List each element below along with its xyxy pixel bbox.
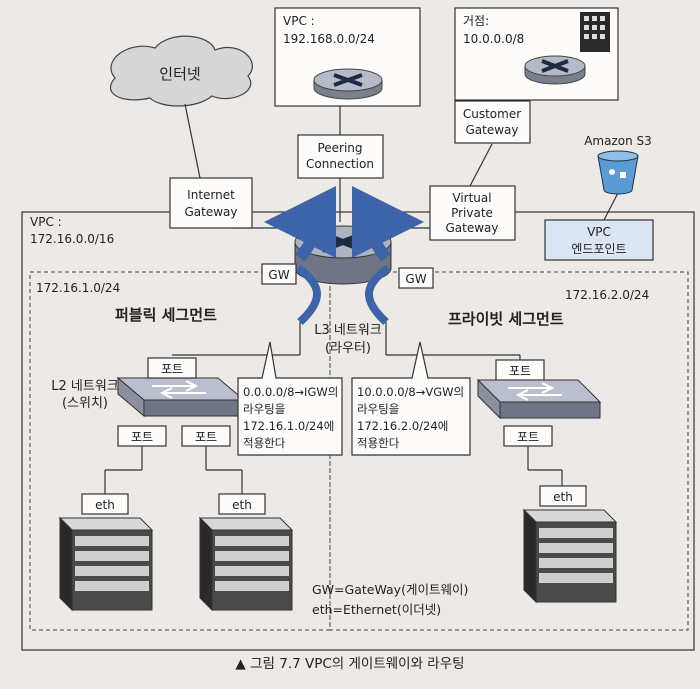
public-subnet-cidr: 172.16.1.0/24 — [36, 281, 120, 295]
note-left-line4: 적용한다 — [243, 436, 286, 450]
gw-box-left — [261, 263, 297, 285]
building-icon — [580, 12, 610, 52]
l2-line2: (스위치) — [62, 396, 108, 411]
note-left-line1: 0.0.0.0/8→IGW의 — [243, 385, 338, 399]
s3-bucket-icon — [597, 150, 639, 195]
right-switch-icon — [476, 378, 602, 420]
peering-connection-box — [297, 134, 384, 179]
left-port-b-label: 포트 — [195, 430, 217, 444]
vpc-endpoint-line1: VPC — [587, 225, 611, 239]
route-arrow-vgw — [351, 186, 424, 262]
right-port-bottom-label: 포트 — [517, 430, 539, 444]
internet-gateway-box — [169, 177, 253, 229]
customer-gateway-line2: Gateway — [465, 123, 518, 137]
amazon-s3-label: Amazon S3 — [584, 134, 652, 148]
peering-line2: Connection — [306, 157, 374, 171]
note-right-box — [351, 341, 471, 456]
figure-caption: ▲ 그림 7.7 VPC의 게이트웨이와 라우팅 — [235, 656, 464, 672]
note-right-line3: 172.16.2.0/24에 — [357, 419, 448, 433]
server2-eth-label: eth — [232, 498, 252, 512]
public-segment-label: 퍼블릭 세그먼트 — [115, 306, 217, 324]
note-left-box — [237, 341, 343, 456]
main-vpc-label: VPC : — [30, 215, 62, 229]
server2-icon — [198, 516, 294, 612]
vgw-line1: Virtual — [452, 191, 491, 205]
server3-eth-label: eth — [553, 490, 573, 504]
gw-box-right — [398, 267, 434, 289]
main-vpc-cidr: 172.16.0.0/16 — [30, 232, 114, 246]
left-switch-icon — [116, 376, 246, 418]
site-router-icon — [524, 55, 586, 85]
customer-gateway-line1: Customer — [463, 107, 521, 121]
route-arrow-public — [295, 264, 321, 325]
note-left-line2: 라우팅을 — [243, 402, 285, 416]
internet-label: 인터넷 — [159, 65, 200, 83]
server3-eth-box — [539, 485, 587, 507]
server3-icon — [522, 508, 618, 604]
server1-icon — [58, 516, 154, 612]
left-port-top-label: 포트 — [161, 362, 183, 376]
private-segment-label: 프라이빗 세그먼트 — [448, 310, 564, 328]
vpc-endpoint-box — [544, 219, 654, 261]
internet-gateway-line1: Internet — [187, 188, 235, 202]
legend-gw: GW=GateWay(게이트웨이) — [312, 582, 468, 597]
internet-gateway-line2: Gateway — [184, 205, 237, 219]
legend-eth: eth=Ethernet(이더넷) — [312, 602, 441, 617]
server1-eth-label: eth — [95, 498, 115, 512]
note-right-line1: 10.0.0.0/8→VGW의 — [357, 385, 464, 399]
gw-right-label: GW — [405, 272, 426, 286]
l3-line1: L3 네트워크 — [314, 323, 382, 338]
customer-gateway-box — [454, 100, 531, 144]
note-left-line3: 172.16.1.0/24에 — [243, 419, 334, 433]
site-label: 거점: — [463, 14, 489, 28]
peer-router-icon — [313, 68, 383, 100]
internet-cloud-icon — [109, 35, 253, 107]
note-right-line2: 라우팅을 — [357, 402, 399, 416]
vgw-line3: Gateway — [445, 221, 498, 235]
virtual-private-gateway-box — [429, 185, 516, 241]
peer-vpc-cidr: 192.168.0.0/24 — [283, 32, 375, 46]
route-arrow-private — [365, 264, 391, 325]
site-cidr: 10.0.0.0/8 — [463, 32, 524, 46]
route-arrow-igw — [264, 186, 337, 262]
l3-line2: (라우터) — [325, 341, 371, 356]
server1-eth-box — [81, 493, 129, 515]
left-port-a-label: 포트 — [131, 430, 153, 444]
note-right-line4: 적용한다 — [357, 436, 400, 450]
vgw-line2: Private — [451, 206, 493, 220]
private-subnet-cidr: 172.16.2.0/24 — [565, 288, 649, 302]
l2-line1: L2 네트워크 — [51, 379, 119, 394]
gw-left-label: GW — [268, 268, 289, 282]
server2-eth-box — [218, 493, 266, 515]
right-port-top-label: 포트 — [509, 364, 531, 378]
left-switch-port-top — [147, 357, 197, 379]
vpc-endpoint-line2: 엔드포인트 — [571, 242, 626, 256]
peering-line1: Peering — [317, 141, 362, 155]
peer-vpc-label: VPC : — [283, 14, 315, 28]
